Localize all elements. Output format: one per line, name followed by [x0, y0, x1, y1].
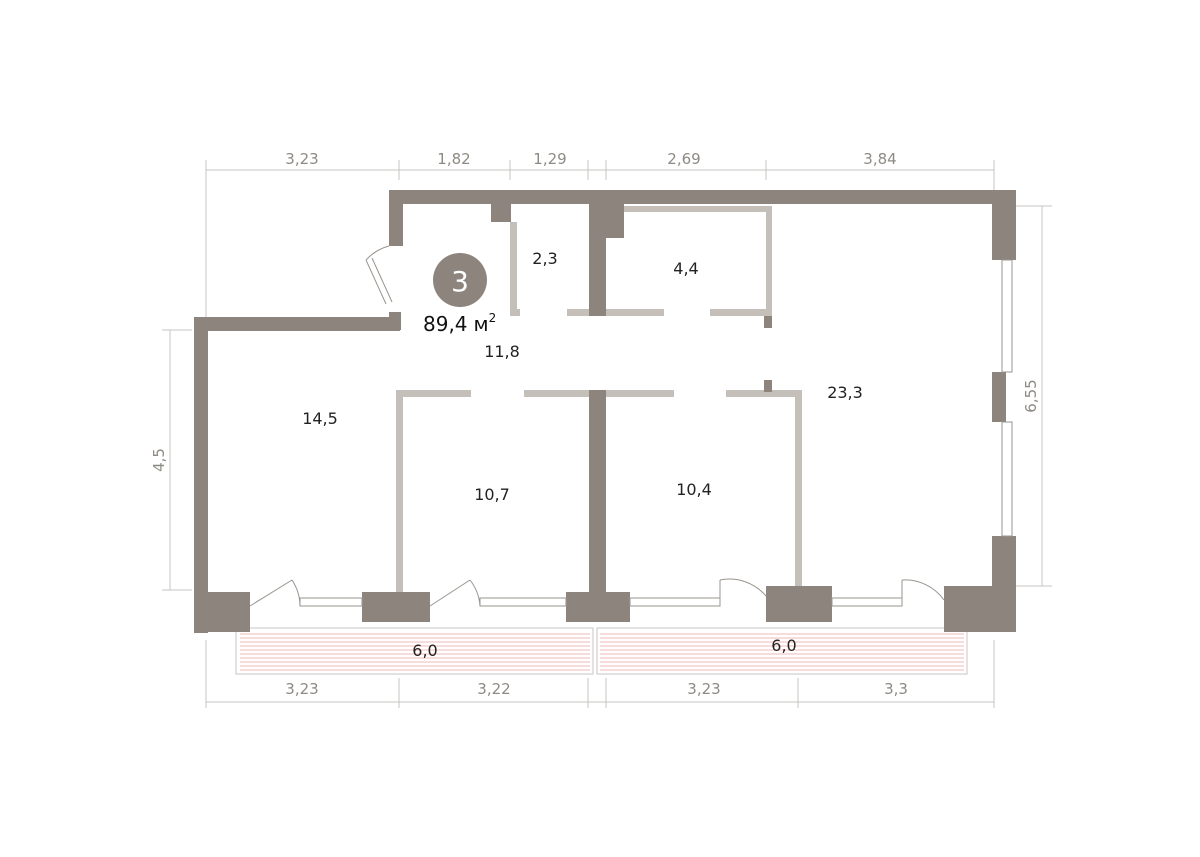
dim-left: 4,5	[150, 448, 168, 472]
dim-bottom-3: 3,23	[687, 680, 720, 698]
room-balcony-right-area: 6,0	[771, 636, 796, 655]
room-labels: 2,3 4,4 11,8 14,5 10,7 10,4 23,3 6,0 6,0	[302, 249, 863, 660]
room-balcony-left-area: 6,0	[412, 641, 437, 660]
dim-top-2: 1,82	[437, 150, 470, 168]
room-living-area: 23,3	[827, 383, 863, 402]
dim-top-5: 3,84	[863, 150, 896, 168]
rooms-badge	[433, 253, 487, 307]
dimension-lines	[162, 160, 1052, 708]
partitions	[396, 206, 802, 594]
room-bathroom-small-area: 2,3	[532, 249, 557, 268]
walls	[194, 190, 1016, 633]
room-bedroom-middle-area: 10,7	[474, 485, 510, 504]
dim-right: 6,55	[1022, 379, 1040, 412]
dim-bottom-2: 3,22	[477, 680, 510, 698]
dim-top-3: 1,29	[533, 150, 566, 168]
dim-bottom-1: 3,23	[285, 680, 318, 698]
rooms-count: 3	[451, 265, 469, 298]
dimension-labels: 3,23 1,82 1,29 2,69 3,84 3,23 3,22 3,23 …	[150, 150, 1040, 698]
room-hall-area: 11,8	[484, 342, 520, 361]
doors	[249, 245, 945, 607]
room-bedroom-right-area: 10,4	[676, 480, 712, 499]
dim-top-4: 2,69	[667, 150, 700, 168]
balcony-right	[596, 627, 968, 675]
dim-bottom-4: 3,3	[884, 680, 908, 698]
dim-top-1: 3,23	[285, 150, 318, 168]
room-bedroom-left-area: 14,5	[302, 409, 338, 428]
balcony-left	[235, 627, 594, 675]
room-bathroom-area: 4,4	[673, 259, 698, 278]
